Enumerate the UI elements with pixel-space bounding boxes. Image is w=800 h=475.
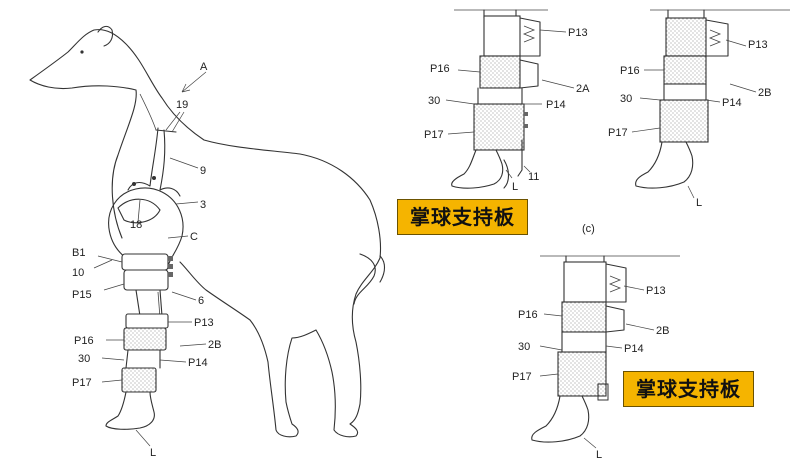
- label-p15: P15: [72, 289, 92, 301]
- figure-c: (c) P13 P16 2B 30 P14 P17 L: [512, 223, 680, 461]
- dog-ear: [97, 25, 114, 47]
- fig-c-p17-band: [557, 351, 607, 397]
- main-figure: A 19 9 18 3 C B1 10 P15 6 P13 P16 2B 30 …: [29, 25, 386, 459]
- fig-c-label-p17: P17: [512, 371, 532, 383]
- fig-c-caption: (c): [582, 223, 595, 235]
- label-l: L: [150, 447, 156, 459]
- label-3: 3: [200, 199, 206, 211]
- label-p13: P13: [194, 317, 214, 329]
- fig-c-p16-band: [561, 301, 607, 333]
- label-18: 18: [130, 219, 142, 231]
- label-6: 6: [198, 295, 204, 307]
- dog-tail: [353, 253, 386, 305]
- fig-c-paw: [531, 395, 590, 443]
- fig-a-label-11: 11: [528, 171, 539, 183]
- fig-c-label-2b: 2B: [656, 325, 669, 337]
- band-p16: [123, 327, 167, 351]
- fig-c-label-p16: P16: [518, 309, 538, 321]
- fig-a-label-p16: P16: [430, 63, 450, 75]
- fig-a-paw: [451, 149, 504, 189]
- harness-strap: [127, 127, 181, 197]
- label-a: A: [200, 61, 208, 73]
- label-10: 10: [72, 267, 84, 279]
- fig-b-p16-band: [663, 55, 707, 85]
- figure-a: P13 P16 2A 30 P14 P17 11 L: [424, 9, 590, 193]
- fig-a-label-p14: P14: [546, 99, 566, 111]
- fig-a-label-l: L: [512, 181, 518, 193]
- fig-a-label-p17: P17: [424, 129, 444, 141]
- fig-a-label-30: 30: [428, 95, 440, 107]
- dog-outline: [29, 29, 382, 438]
- label-b1: B1: [72, 247, 85, 259]
- fig-c-label-p13: P13: [646, 285, 666, 297]
- fig-b-label-p14: P14: [722, 97, 742, 109]
- label-p16: P16: [74, 335, 94, 347]
- fig-c-p13-band: [563, 261, 607, 303]
- callout-bottom: 掌球支持板: [623, 371, 754, 407]
- label-30: 30: [78, 353, 90, 365]
- label-9: 9: [200, 165, 206, 177]
- fig-c-label-p14: P14: [624, 343, 644, 355]
- fig-c-label-l: L: [596, 449, 602, 461]
- fig-b-label-p13: P13: [748, 39, 768, 51]
- fig-b-label-30: 30: [620, 93, 632, 105]
- fig-a-label-2a: 2A: [576, 83, 590, 95]
- label-p17: P17: [72, 377, 92, 389]
- callout-top: 掌球支持板: [397, 199, 528, 235]
- fig-b-label-p17: P17: [608, 127, 628, 139]
- shoulder-support: [108, 187, 184, 267]
- band-b1: [121, 253, 169, 271]
- fig-b-paw: [635, 141, 694, 189]
- fig-b-label-p16: P16: [620, 65, 640, 77]
- fig-c-label-30: 30: [518, 341, 530, 353]
- fig-a-p16-band: [479, 55, 521, 89]
- band-p13: [125, 313, 169, 329]
- label-c: C: [190, 231, 198, 243]
- fig-b-label-2b: 2B: [758, 87, 771, 99]
- fig-a-p13-band: [483, 15, 521, 57]
- band-p17: [121, 367, 157, 393]
- dog-paw: [105, 391, 155, 430]
- fig-a-label-p13: P13: [568, 27, 588, 39]
- fig-b-p13-band: [665, 17, 707, 57]
- label-p14: P14: [188, 357, 208, 369]
- dog-eye: [80, 50, 84, 54]
- band-p15: [123, 269, 169, 291]
- figure-b: P13 P16 2B 30 P14 P17 L: [608, 9, 790, 209]
- fig-b-p17-band: [659, 99, 709, 143]
- fig-b-label-l: L: [696, 197, 702, 209]
- label-2b: 2B: [208, 339, 221, 351]
- label-19: 19: [176, 99, 188, 111]
- fig-a-p17-band: [473, 103, 525, 151]
